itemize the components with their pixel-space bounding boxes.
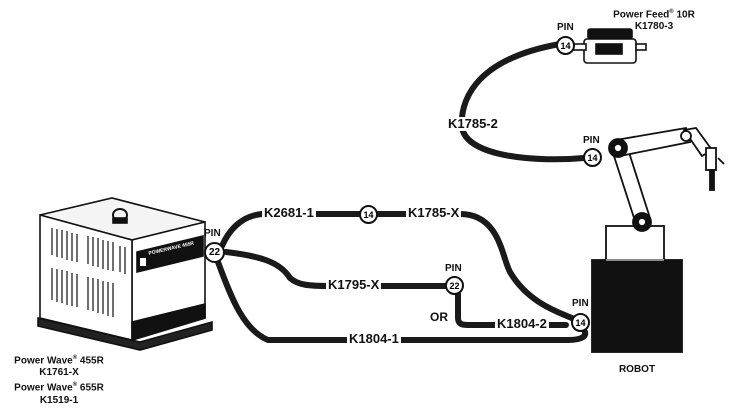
pin-word-source: PIN bbox=[204, 228, 221, 239]
pin-badge-robot: 14 bbox=[571, 313, 590, 332]
label-k1785-x: K1785-X bbox=[406, 205, 462, 220]
pin-word-robot: PIN bbox=[572, 298, 589, 309]
robot-arm bbox=[608, 126, 725, 232]
cable-k2681-1 bbox=[219, 211, 363, 249]
cable-k1795-x bbox=[223, 249, 449, 289]
power-wave-unit bbox=[37, 197, 213, 351]
cable-k1785-2 bbox=[458, 41, 587, 163]
caption-feeder: Power Feed® 10R K1780-3 bbox=[613, 9, 695, 33]
caption-power-source: Power Wave® 455R K1761-X Power Wave® 655… bbox=[14, 355, 104, 406]
label-or: OR bbox=[430, 310, 448, 324]
pin-badge-source: 22 bbox=[204, 242, 225, 263]
pin-badge-feeder: 14 bbox=[556, 36, 575, 55]
pin-badge-mid: 14 bbox=[359, 205, 378, 224]
pin-word-alt: PIN bbox=[445, 263, 462, 274]
cables bbox=[215, 41, 589, 343]
pin-word-arm: PIN bbox=[583, 135, 600, 146]
label-k1795-x: K1795-X bbox=[326, 277, 382, 292]
vent-louvers bbox=[51, 228, 126, 317]
label-k1785-2: K1785-2 bbox=[446, 116, 500, 131]
pin-badge-arm: 14 bbox=[583, 148, 602, 167]
wire-feeder bbox=[569, 28, 647, 64]
label-k2681-1: K2681-1 bbox=[262, 205, 316, 220]
cable-k1785-x bbox=[375, 211, 579, 323]
label-k1804-1: K1804-1 bbox=[347, 331, 401, 346]
robot-base bbox=[591, 225, 683, 353]
pin-word-feeder: PIN bbox=[557, 22, 574, 33]
pin-badge-alt: 22 bbox=[445, 276, 464, 295]
caption-robot: ROBOT bbox=[618, 364, 656, 375]
label-k1804-2: K1804-2 bbox=[495, 316, 549, 331]
cable-k1804-1 bbox=[215, 259, 589, 343]
cable-k1804-2 bbox=[455, 291, 569, 328]
